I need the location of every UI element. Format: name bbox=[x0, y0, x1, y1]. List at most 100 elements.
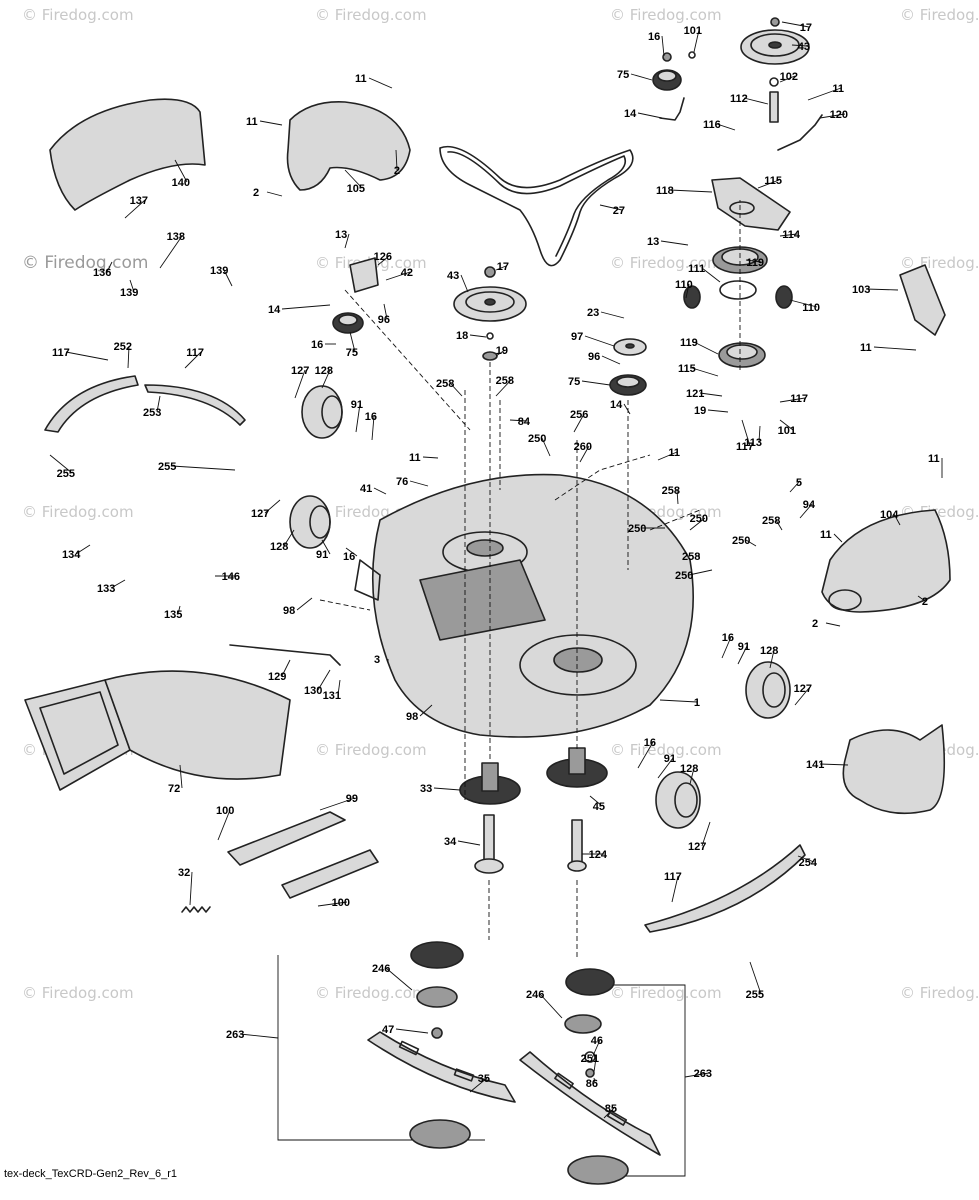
spindle-housing-45 bbox=[546, 747, 608, 788]
callout-258: 258 bbox=[762, 515, 783, 531]
part-number-label: 16 bbox=[644, 737, 656, 749]
callout-11: 11 bbox=[807, 83, 844, 101]
leader-line bbox=[684, 1072, 710, 1078]
part-number-label: 16 bbox=[365, 411, 377, 423]
leader-line bbox=[319, 797, 356, 811]
leader-line bbox=[893, 513, 901, 526]
callout-246: 246 bbox=[526, 989, 563, 1019]
pulley-97 bbox=[613, 338, 647, 356]
spindle-shaft-124 bbox=[567, 819, 587, 872]
belt-27 bbox=[439, 145, 634, 267]
callout-16: 16 bbox=[311, 339, 336, 351]
part-number-label: 138 bbox=[167, 231, 185, 243]
pulley-43-middle bbox=[453, 286, 527, 322]
callout-119: 119 bbox=[680, 337, 719, 355]
leader-line bbox=[385, 967, 413, 991]
callout-16: 16 bbox=[343, 547, 358, 563]
callout-117: 117 bbox=[184, 347, 204, 369]
part-number-label: 258 bbox=[496, 375, 514, 387]
leader-line bbox=[693, 341, 719, 355]
callout-11: 11 bbox=[820, 529, 843, 543]
callout-251: 251 bbox=[581, 1053, 599, 1073]
part-number-label: 258 bbox=[662, 485, 680, 497]
part-number-label: 75 bbox=[568, 376, 580, 388]
part-number-label: 117 bbox=[736, 441, 754, 453]
leader-line bbox=[541, 437, 551, 457]
callout-14: 14 bbox=[268, 304, 331, 316]
leader-line bbox=[189, 871, 193, 906]
mower-deck-1 bbox=[354, 473, 694, 738]
part-number-label: 118 bbox=[656, 185, 674, 197]
part-number-label: 246 bbox=[526, 989, 544, 1001]
leader-line bbox=[593, 1057, 597, 1073]
leader-line bbox=[539, 993, 563, 1019]
callout-141: 141 bbox=[806, 759, 849, 771]
chute-104-opening bbox=[828, 589, 862, 611]
callout-263: 263 bbox=[226, 1029, 279, 1041]
leader-line bbox=[873, 346, 917, 351]
belt-cover-105 bbox=[286, 101, 411, 191]
part-number-label: 251 bbox=[581, 1053, 599, 1065]
part-number-label: 1 bbox=[694, 697, 700, 709]
callout-43: 43 bbox=[447, 270, 469, 293]
leader-line bbox=[745, 539, 757, 547]
callout-45: 45 bbox=[589, 795, 605, 813]
leader-line bbox=[749, 961, 762, 995]
part-number-label: 13 bbox=[335, 229, 347, 241]
skid-bar-252 bbox=[44, 375, 139, 433]
part-number-label: 136 bbox=[93, 267, 111, 279]
part-number-label: 84 bbox=[518, 416, 531, 428]
callout-146: 146 bbox=[215, 571, 240, 583]
leader-line bbox=[460, 274, 469, 293]
deflector-141 bbox=[842, 724, 946, 815]
part-number-label: 256 bbox=[570, 409, 588, 421]
callout-18: 18 bbox=[456, 330, 487, 342]
pulley-43-upper bbox=[740, 29, 810, 65]
part-number-label: 100 bbox=[216, 805, 234, 817]
part-number-label: 260 bbox=[574, 441, 592, 453]
callout-110: 110 bbox=[789, 299, 820, 314]
part-number-label: 2 bbox=[812, 618, 818, 630]
callout-3: 3 bbox=[374, 654, 389, 666]
callout-252: 252 bbox=[114, 341, 132, 369]
callout-138: 138 bbox=[159, 231, 185, 269]
callout-126: 126 bbox=[374, 251, 392, 266]
part-number-label: 254 bbox=[799, 857, 818, 869]
callout-104: 104 bbox=[880, 509, 901, 526]
part-number-label: 19 bbox=[694, 405, 706, 417]
callout-120: 120 bbox=[819, 109, 848, 121]
leader-line bbox=[743, 97, 769, 105]
part-number-label: 43 bbox=[798, 41, 810, 53]
watermark: © Firedog.com bbox=[610, 254, 722, 272]
callout-2: 2 bbox=[812, 618, 841, 630]
part-number-label: 3 bbox=[374, 654, 380, 666]
leader-line bbox=[217, 809, 231, 841]
callout-75: 75 bbox=[568, 376, 611, 388]
part-number-label: 113 bbox=[744, 437, 762, 449]
callout-115: 115 bbox=[757, 175, 782, 189]
leader-line bbox=[409, 480, 429, 487]
callout-16: 16 bbox=[721, 632, 734, 659]
callout-127: 127 bbox=[688, 821, 711, 853]
part-number-label: 135 bbox=[164, 609, 182, 621]
part-number-label: 128 bbox=[315, 365, 333, 377]
part-number-label: 47 bbox=[382, 1024, 394, 1036]
callout-100: 100 bbox=[216, 805, 234, 841]
part-number-label: 2 bbox=[253, 187, 259, 199]
callout-133: 133 bbox=[97, 579, 126, 595]
spacer-102 bbox=[769, 77, 779, 87]
callout-127: 127 bbox=[291, 365, 309, 399]
leader-line bbox=[660, 240, 689, 246]
callout-258: 258 bbox=[436, 378, 463, 397]
nut-16-upper bbox=[662, 52, 672, 62]
part-number-label: 32 bbox=[178, 867, 190, 879]
callout-11: 11 bbox=[246, 116, 283, 128]
part-number-label: 27 bbox=[613, 205, 625, 217]
callout-86: 86 bbox=[586, 1077, 598, 1090]
part-number-label: 23 bbox=[587, 307, 599, 319]
leader-line bbox=[757, 179, 780, 189]
leader-line bbox=[599, 204, 623, 211]
callout-255: 255 bbox=[746, 961, 764, 1001]
leader-line bbox=[65, 351, 109, 361]
part-number-label: 99 bbox=[346, 793, 358, 805]
